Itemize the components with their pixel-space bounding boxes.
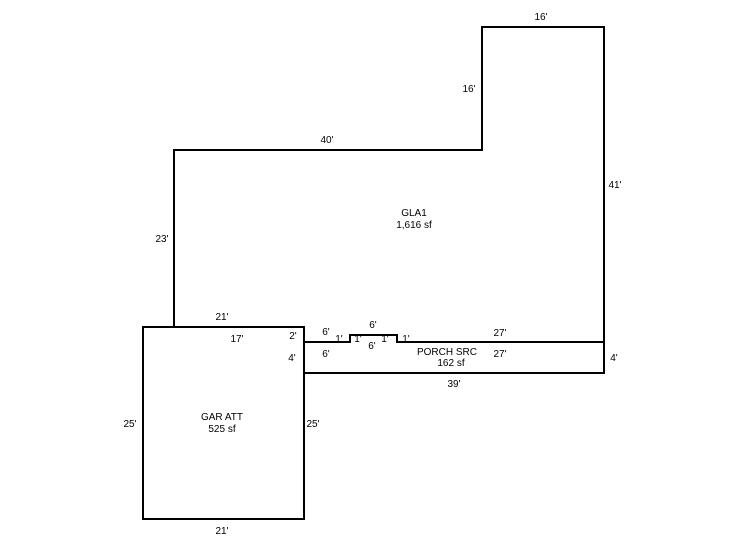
dim-bump-inner-right: 1' [381,334,389,345]
dim-garage-bottom: 21' [215,526,228,537]
dim-bump-top: 6' [369,320,377,331]
garage-area: 525 sf [208,424,235,435]
dim-porch-top-right: 27' [493,349,506,360]
dim-porch-left-top: 6' [322,327,330,338]
dim-gla-left: 23' [155,234,168,245]
gla1-outline [173,26,605,343]
dim-garage-step: 2' [289,331,297,342]
dim-gla-bottom-right: 27' [493,328,506,339]
dim-bump-left-side: 1' [335,334,343,345]
porch-area: 162 sf [437,358,464,369]
porch-name: PORCH SRC [417,347,477,358]
gla1-area: 1,616 sf [396,220,432,231]
dim-porch-right: 4' [610,353,618,364]
dim-porch-bottom: 39' [447,379,460,390]
dim-gla-right: 41' [608,180,621,191]
dim-garage-right: 25' [306,419,319,430]
garage-name: GAR ATT [201,412,243,423]
gla1-name: GLA1 [401,208,427,219]
dim-porch-left: 4' [288,353,296,364]
dim-bump-right-side: 1' [402,334,410,345]
dim-bump-bottom: 6' [368,341,376,352]
dim-garage-top: 21' [215,312,228,323]
dim-garage-top-inner: 17' [230,334,243,345]
garage-outline [142,326,305,520]
dim-bump-inner-left: 1' [354,334,362,345]
dim-gla-top-right: 16' [534,12,547,23]
dim-porch-left-bottom: 6' [322,349,330,360]
dim-gla-notch-vertical: 16' [462,84,475,95]
dim-gla-top-left: 40' [320,135,333,146]
dim-garage-left: 25' [123,419,136,430]
